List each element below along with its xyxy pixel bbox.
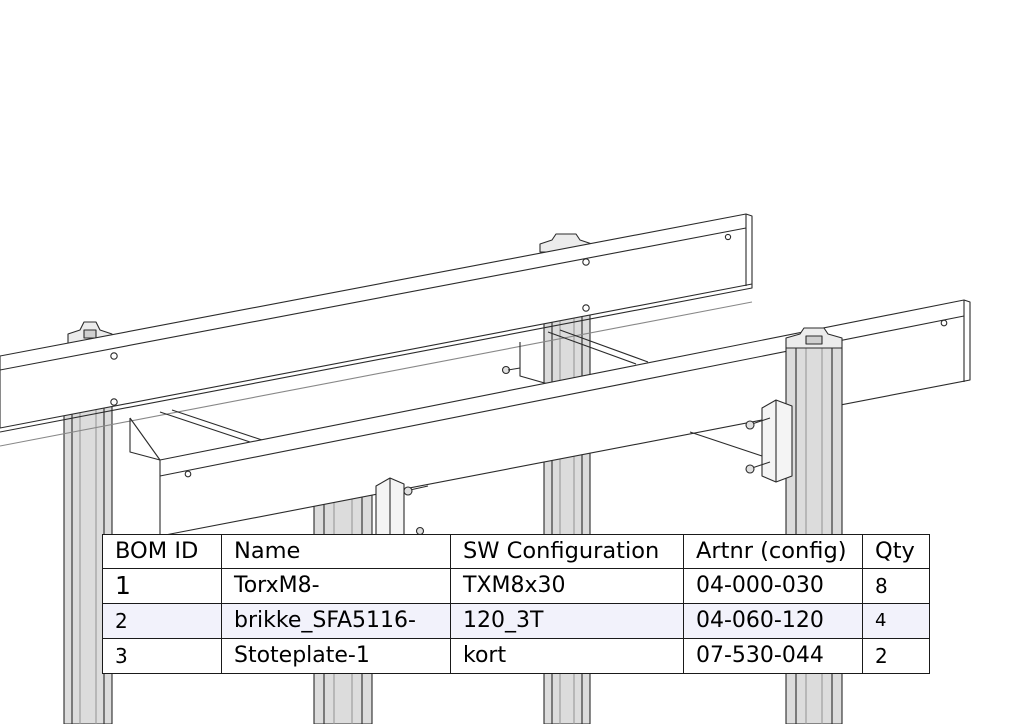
bom-row: 1 TorxM8- TXM8x30 04-000-030 8 xyxy=(102,568,930,604)
bom-cell-artnr: 07-530-044 xyxy=(683,638,863,674)
bom-cell-name: brikke_SFA5116- xyxy=(221,603,451,639)
cross-bars xyxy=(159,329,649,443)
bolt-3 xyxy=(403,485,429,496)
bom-header-row: BOM ID Name SW Configuration Artnr (conf… xyxy=(102,534,930,569)
bom-header-qty: Qty xyxy=(862,534,930,569)
bom-cell-config: 120_3T xyxy=(450,603,684,639)
bolt-4 xyxy=(501,365,521,375)
bom-cell-config: kort xyxy=(450,638,684,674)
bom-cell-artnr: 04-060-120 xyxy=(683,603,863,639)
bom-header-config: SW Configuration xyxy=(450,534,684,569)
bracket-right xyxy=(689,399,793,483)
bom-cell-qty: 2 xyxy=(862,638,930,674)
bom-cell-id: 3 xyxy=(102,638,222,674)
bom-header-id: BOM ID xyxy=(102,534,222,569)
bom-cell-id: 1 xyxy=(102,568,222,604)
bom-cell-qty: 4 xyxy=(862,603,930,639)
bom-cell-name: Stoteplate-1 xyxy=(221,638,451,674)
bom-header-artnr: Artnr (config) xyxy=(683,534,863,569)
bom-cell-qty: 8 xyxy=(862,568,930,604)
bom-cell-artnr: 04-000-030 xyxy=(683,568,863,604)
bom-cell-name: TorxM8- xyxy=(221,568,451,604)
bom-cell-config: TXM8x30 xyxy=(450,568,684,604)
bom-cell-id: 2 xyxy=(102,603,222,639)
bom-table: BOM ID Name SW Configuration Artnr (conf… xyxy=(102,534,930,674)
bracket-left xyxy=(375,477,405,541)
bom-row: 3 Stoteplate-1 kort 07-530-044 2 xyxy=(102,638,930,674)
bom-header-name: Name xyxy=(221,534,451,569)
bom-row: 2 brikke_SFA5116- 120_3T 04-060-120 4 xyxy=(102,603,930,639)
bolt-2 xyxy=(745,461,771,474)
back-beam-plate xyxy=(0,213,753,447)
bolt-1 xyxy=(745,417,771,430)
